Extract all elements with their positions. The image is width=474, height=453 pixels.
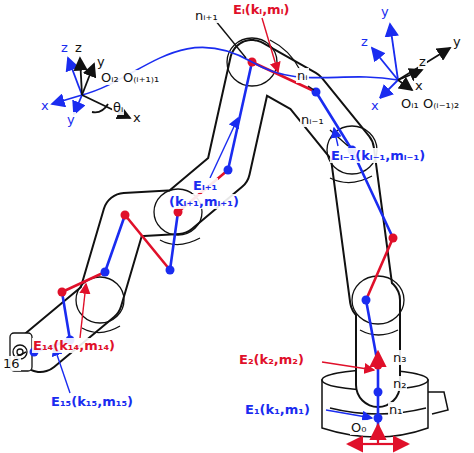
node-label: nᵢ (296, 68, 309, 83)
component-label: Eᵢ(kᵢ,mᵢ) (232, 2, 290, 17)
robot-links (40, 62, 378, 385)
node-label: nᵢ₋₁ (300, 112, 325, 127)
frame-label: Oᵢ₂ O₍ᵢ₊₁₎₁ (100, 70, 160, 85)
frame-label: O₀ (350, 420, 367, 435)
component-label: E₁₅(k₁₅,m₁₅) (50, 394, 134, 409)
axis-label: z (418, 54, 427, 69)
component-label: E₂(k₂,m₂) (238, 352, 305, 367)
axis-label: y (452, 34, 462, 49)
leader-lines (14, 18, 374, 418)
frame-label: Oᵢ₁ O₍ᵢ₋₁₎₂ (400, 96, 460, 111)
axis-label: z (74, 40, 83, 55)
axis-label: x (414, 78, 424, 93)
node-label: nᵢ₊₁ (194, 8, 219, 23)
axis-label: y (96, 54, 106, 69)
component-label: E₁(k₁,m₁) (244, 402, 311, 417)
component-label: Eᵢ₋₁(kᵢ₋₁,mᵢ₋₁) (330, 148, 426, 163)
right-frame (372, 24, 450, 98)
axis-label: y (66, 112, 76, 127)
component-label: Eᵢ₊₁ (192, 178, 218, 193)
kinematic-chain (34, 62, 393, 440)
component-label: (kᵢ₊₁,mᵢ₊₁) (168, 194, 240, 209)
component-label: E₁₄(k₁₄,m₁₄) (32, 338, 116, 353)
angle-label: θᵢ (112, 100, 124, 115)
axis-label: y (380, 4, 390, 19)
left-frame (52, 58, 130, 118)
axis-label: x (132, 110, 142, 125)
node-label: n₃ (392, 350, 407, 365)
base-frame (348, 352, 408, 444)
frame-curve (82, 47, 398, 95)
axis-label: z (360, 34, 369, 49)
node-label: n₂ (392, 376, 407, 391)
joint-dots (30, 58, 398, 423)
axis-label: z (60, 40, 69, 55)
joint-rings (10, 38, 404, 371)
node-label: n₁ (388, 402, 403, 417)
axis-label: x (370, 98, 380, 113)
axis-label: x (40, 98, 50, 113)
node-label: 16 (2, 356, 21, 371)
